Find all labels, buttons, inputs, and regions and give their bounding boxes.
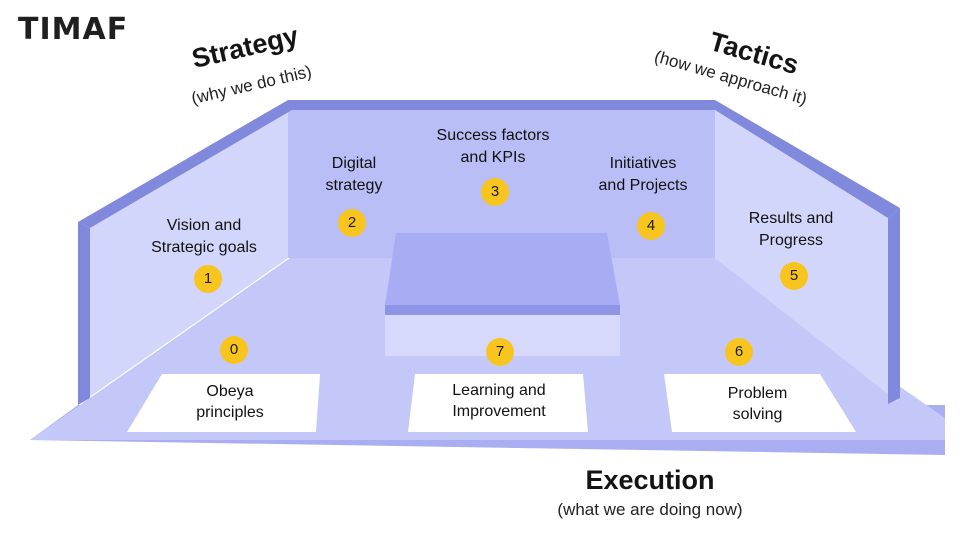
step-6-badge: 6 [725, 338, 753, 366]
execution-subheading: (what we are doing now) [557, 500, 743, 519]
left-wall [78, 102, 288, 405]
card-right-shape [664, 374, 856, 432]
step-3-label: Success factors and KPIs [436, 127, 550, 166]
left-wall-side [78, 222, 90, 405]
table-top [385, 233, 620, 305]
card-center-shape [408, 374, 588, 432]
step-4-label: Initiatives and Projects [598, 155, 688, 194]
step-7-badge: 7 [486, 338, 514, 366]
step-6-label: Problem solving [727, 385, 788, 423]
right-wall-edge [715, 100, 900, 218]
right-wall-side [888, 208, 900, 404]
step-4-badge: 4 [637, 212, 665, 240]
step-7-label: Learning and Improvement [452, 382, 546, 420]
step-5-label: Results and Progress [748, 210, 834, 249]
step-2-badge: 2 [338, 209, 366, 237]
step-1-badge: 1 [194, 265, 222, 293]
back-wall-edge [288, 100, 715, 110]
right-wall [715, 110, 898, 402]
step-0-badge: 0 [220, 336, 248, 364]
step-2-label: Digital strategy [325, 155, 383, 194]
left-wall-edge [78, 100, 292, 228]
card-left-shape [127, 374, 320, 432]
step-5-badge: 5 [780, 262, 808, 290]
step-3-badge: 3 [481, 178, 509, 206]
timaf-logo: TIMAF [18, 12, 129, 47]
step-1-label: Vision and Strategic goals [151, 217, 257, 256]
table-edge [385, 305, 620, 315]
execution-heading: Execution [585, 465, 715, 495]
step-0-label: Obeya principles [196, 383, 264, 421]
